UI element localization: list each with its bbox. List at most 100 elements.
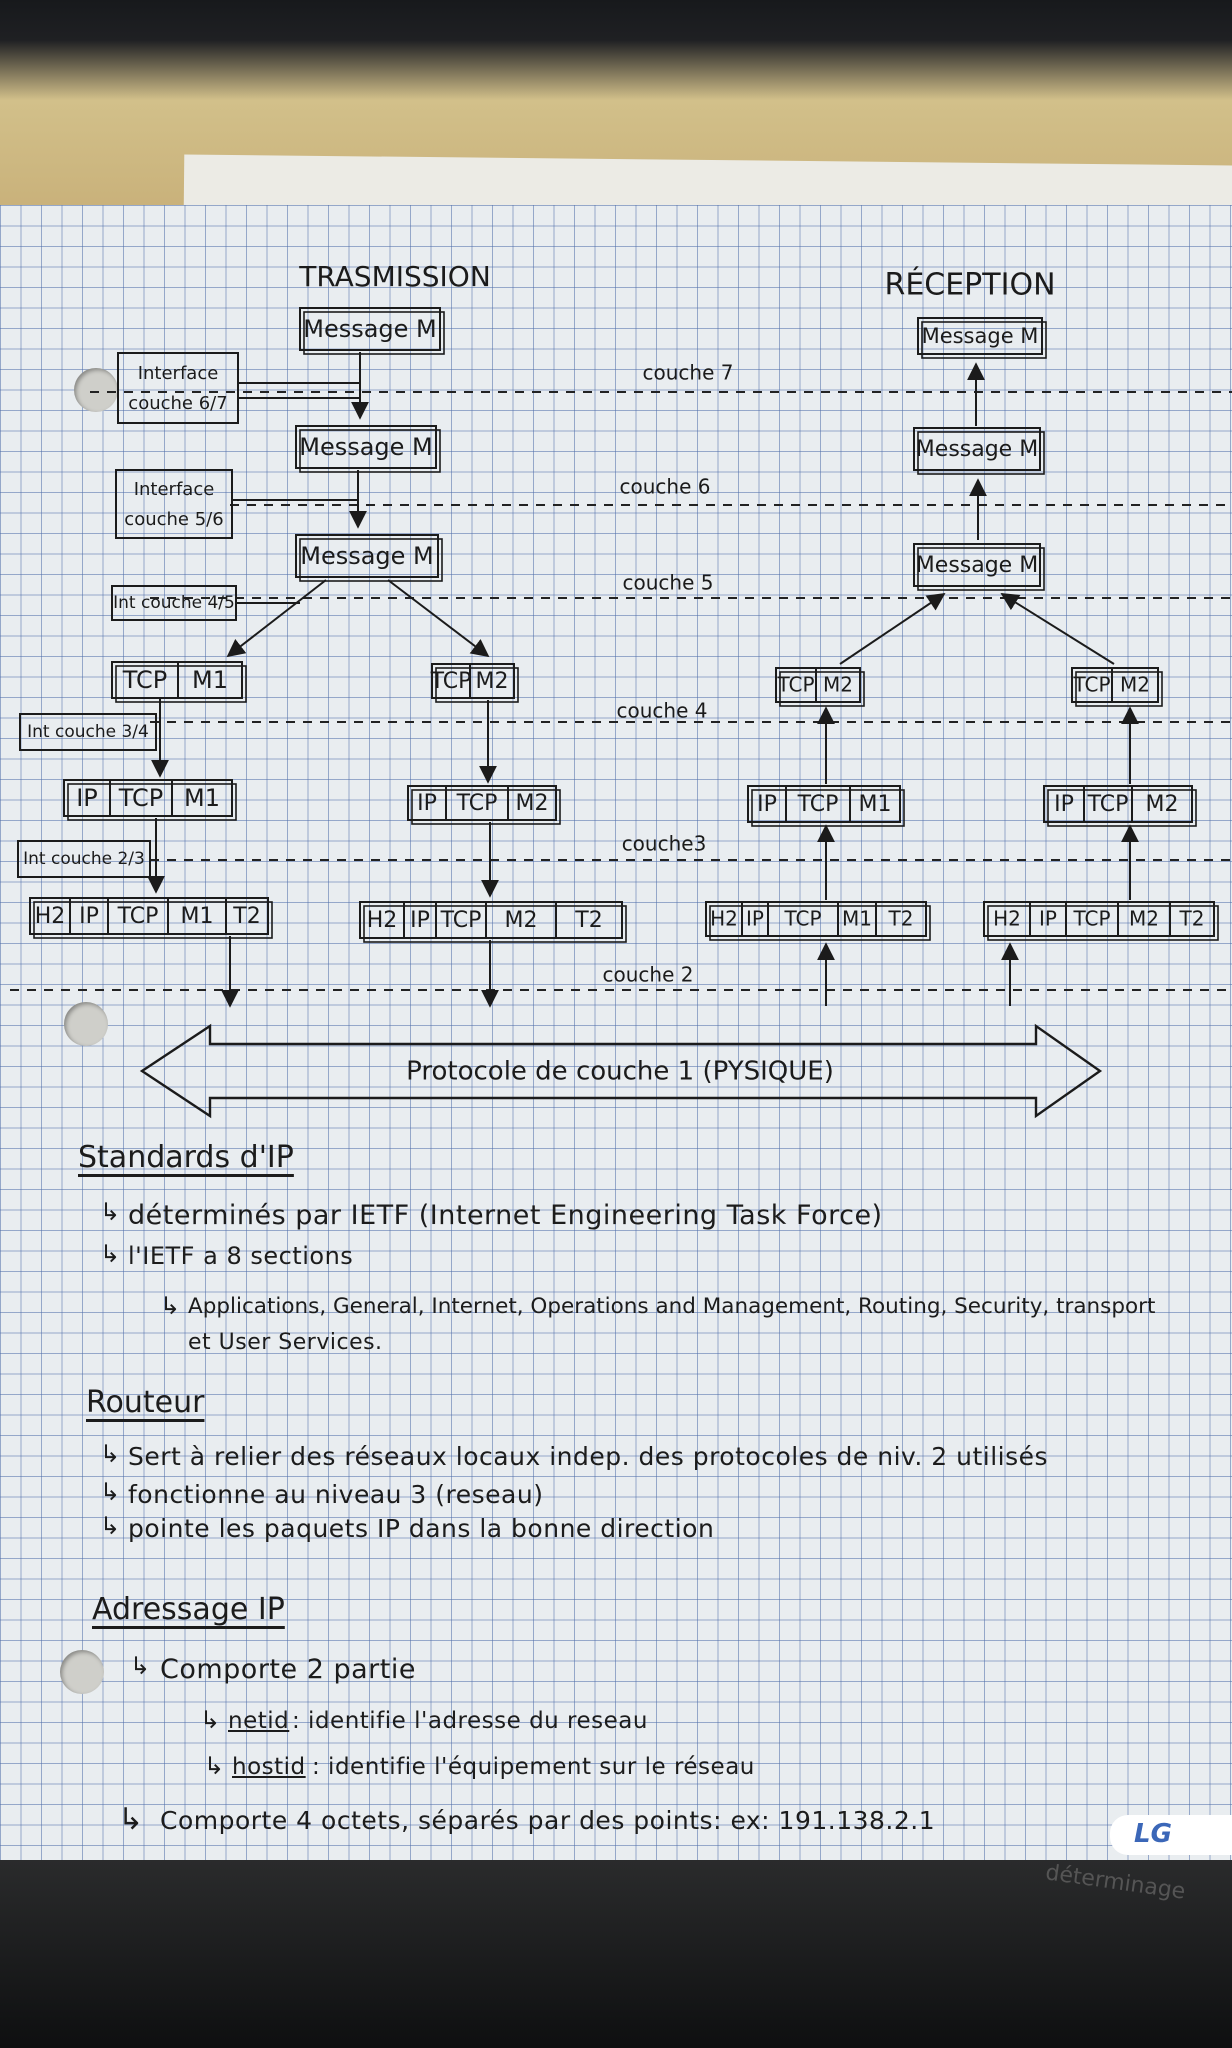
tx-left-l3-shadow — [67, 783, 237, 821]
tx-message-6 — [295, 425, 437, 469]
rx-right-l3-cell: M2 — [1146, 792, 1179, 817]
interface-5-6-label: couche 5/6 — [124, 509, 223, 530]
rx-right-l3-cell: TCP — [1087, 792, 1129, 817]
rx-message-7-label: Message M — [922, 324, 1039, 348]
layer-dashed-lines — [10, 391, 1232, 991]
tx-right-l2-cell: TCP — [440, 908, 482, 933]
branch-arrow-icon: ↳ — [200, 1706, 221, 1734]
rx-left-l3-cell: IP — [757, 792, 777, 817]
branch-arrow-icon: ↳ — [118, 1802, 144, 1837]
adressage-line: Comporte 4 octets, séparés par des point… — [160, 1806, 936, 1835]
rx-message-7-shadow — [921, 321, 1047, 359]
tx-message-7-shadow — [303, 311, 445, 355]
interface-6-7-label: Interface — [138, 363, 219, 384]
rx-left-l3-cell: M1 — [859, 792, 892, 817]
routeur-title: Routeur — [86, 1385, 205, 1420]
tx-left-l2-cell: IP — [79, 904, 99, 929]
standards-line: et User Services. — [188, 1330, 383, 1355]
tx-message-5-label: Message M — [300, 542, 434, 570]
desk-foreground — [0, 1860, 1232, 2048]
tx-message-5 — [295, 534, 439, 578]
rx-left-l2-cell: T2 — [888, 907, 914, 931]
rx-merge-left — [839, 592, 946, 665]
rx-right-l4-cell: TCP — [1072, 673, 1110, 697]
interface-6-7-label: couche 6/7 — [128, 393, 227, 414]
interface-5-6-label: Interface — [134, 479, 215, 500]
binder-hole-icon — [74, 368, 118, 412]
standards-line: déterminés par IETF (Internet Engineerin… — [128, 1200, 883, 1231]
reception-title: RÉCEPTION — [884, 267, 1055, 303]
rx-left-l3-shadow — [751, 789, 905, 827]
tx-message-7-label: Message M — [303, 315, 437, 343]
binder-hole-icon — [60, 1650, 104, 1694]
standards-line: l'IETF a 8 sections — [128, 1242, 354, 1270]
rx-right-l2 — [983, 901, 1215, 937]
tx-left-l2-cell: H2 — [35, 904, 66, 929]
tx-right-l3-cell: TCP — [456, 791, 498, 816]
interface-3-4-box — [19, 713, 157, 751]
rx-message-6-label: Message M — [916, 437, 1038, 462]
tx-right-l2-cell: H2 — [367, 908, 398, 933]
branch-arrow-icon: ↳ — [100, 1198, 121, 1226]
interface-6-7-box — [117, 352, 239, 424]
diagram-connectors — [147, 352, 1139, 1008]
binder-hole-icon — [64, 1002, 108, 1046]
rx-right-l2-cell: M2 — [1129, 907, 1159, 931]
netid-term: netid — [228, 1708, 290, 1734]
rx-left-l2-cell: TCP — [783, 907, 821, 931]
rx-right-l4-cell: M2 — [1120, 673, 1150, 697]
standards-line: Applications, General, Internet, Operati… — [188, 1294, 1156, 1319]
standards-title: Standards d'IP — [78, 1140, 294, 1175]
rx-merge-right — [1000, 593, 1115, 665]
tx-split-right — [387, 579, 490, 658]
branch-arrow-icon: ↳ — [160, 1292, 181, 1320]
physical-layer-label: Protocole de couche 1 (PYSIQUE) — [406, 1057, 834, 1087]
rx-left-l2-cell: H2 — [710, 907, 738, 931]
interface-4-5-box — [111, 585, 237, 621]
rx-left-l3 — [747, 785, 901, 823]
rx-right-l4-shadow — [1075, 671, 1163, 707]
rx-left-l2-cell: M1 — [842, 907, 872, 931]
tx-left-l4-shadow — [115, 665, 247, 703]
rx-right-l2-shadow — [987, 905, 1219, 941]
rx-right-l2-cell: TCP — [1072, 907, 1110, 931]
tx-left-l4-cell: M1 — [192, 666, 228, 694]
rx-right-l3-cell: IP — [1054, 792, 1074, 817]
tx-right-l4-cell: M2 — [476, 669, 509, 694]
hostid-definition: : identifie l'équipement sur le réseau — [312, 1754, 755, 1780]
branch-arrow-icon: ↳ — [100, 1240, 121, 1268]
tx-right-l4-cell: TCP — [430, 669, 472, 694]
rx-message-6-shadow — [917, 431, 1045, 475]
layer-2-label: couche 2 — [603, 963, 694, 987]
tx-message-7 — [299, 307, 441, 351]
branch-arrow-icon: ↳ — [100, 1440, 121, 1468]
rx-left-l3-cell: TCP — [797, 792, 839, 817]
rx-left-l2 — [705, 901, 927, 937]
tx-left-l3-cell: IP — [76, 784, 98, 812]
tx-right-l4-shadow — [435, 667, 519, 703]
tx-left-l2-shadow — [33, 901, 273, 939]
rx-right-l2-cell: T2 — [1179, 907, 1205, 931]
rx-message-5 — [913, 543, 1041, 587]
tx-right-l3-cell: IP — [417, 791, 437, 816]
tx-left-l2-cell: T2 — [232, 904, 260, 929]
transmission-title: TRASMISSION — [298, 260, 491, 293]
layer-4-label: couche 4 — [617, 699, 708, 723]
tx-left-l2 — [29, 897, 269, 935]
tx-left-l2-cell: M1 — [181, 904, 214, 929]
tx-split-left — [226, 579, 327, 658]
rx-left-l4-shadow — [779, 671, 865, 707]
rx-message-7 — [917, 317, 1043, 355]
tx-left-l4-cell: TCP — [122, 666, 167, 694]
adressage-title: Adressage IP — [92, 1592, 285, 1627]
routeur-line: fonctionne au niveau 3 (reseau) — [128, 1480, 544, 1509]
tx-left-l2-cell: TCP — [117, 904, 159, 929]
rx-message-6 — [913, 427, 1041, 471]
tx-message-6-shadow — [299, 429, 441, 473]
graph-paper-sheet — [0, 205, 1232, 1865]
adressage-line: Comporte 2 partie — [160, 1654, 416, 1685]
branch-arrow-icon: ↳ — [100, 1478, 121, 1506]
tx-right-l3 — [407, 785, 557, 821]
